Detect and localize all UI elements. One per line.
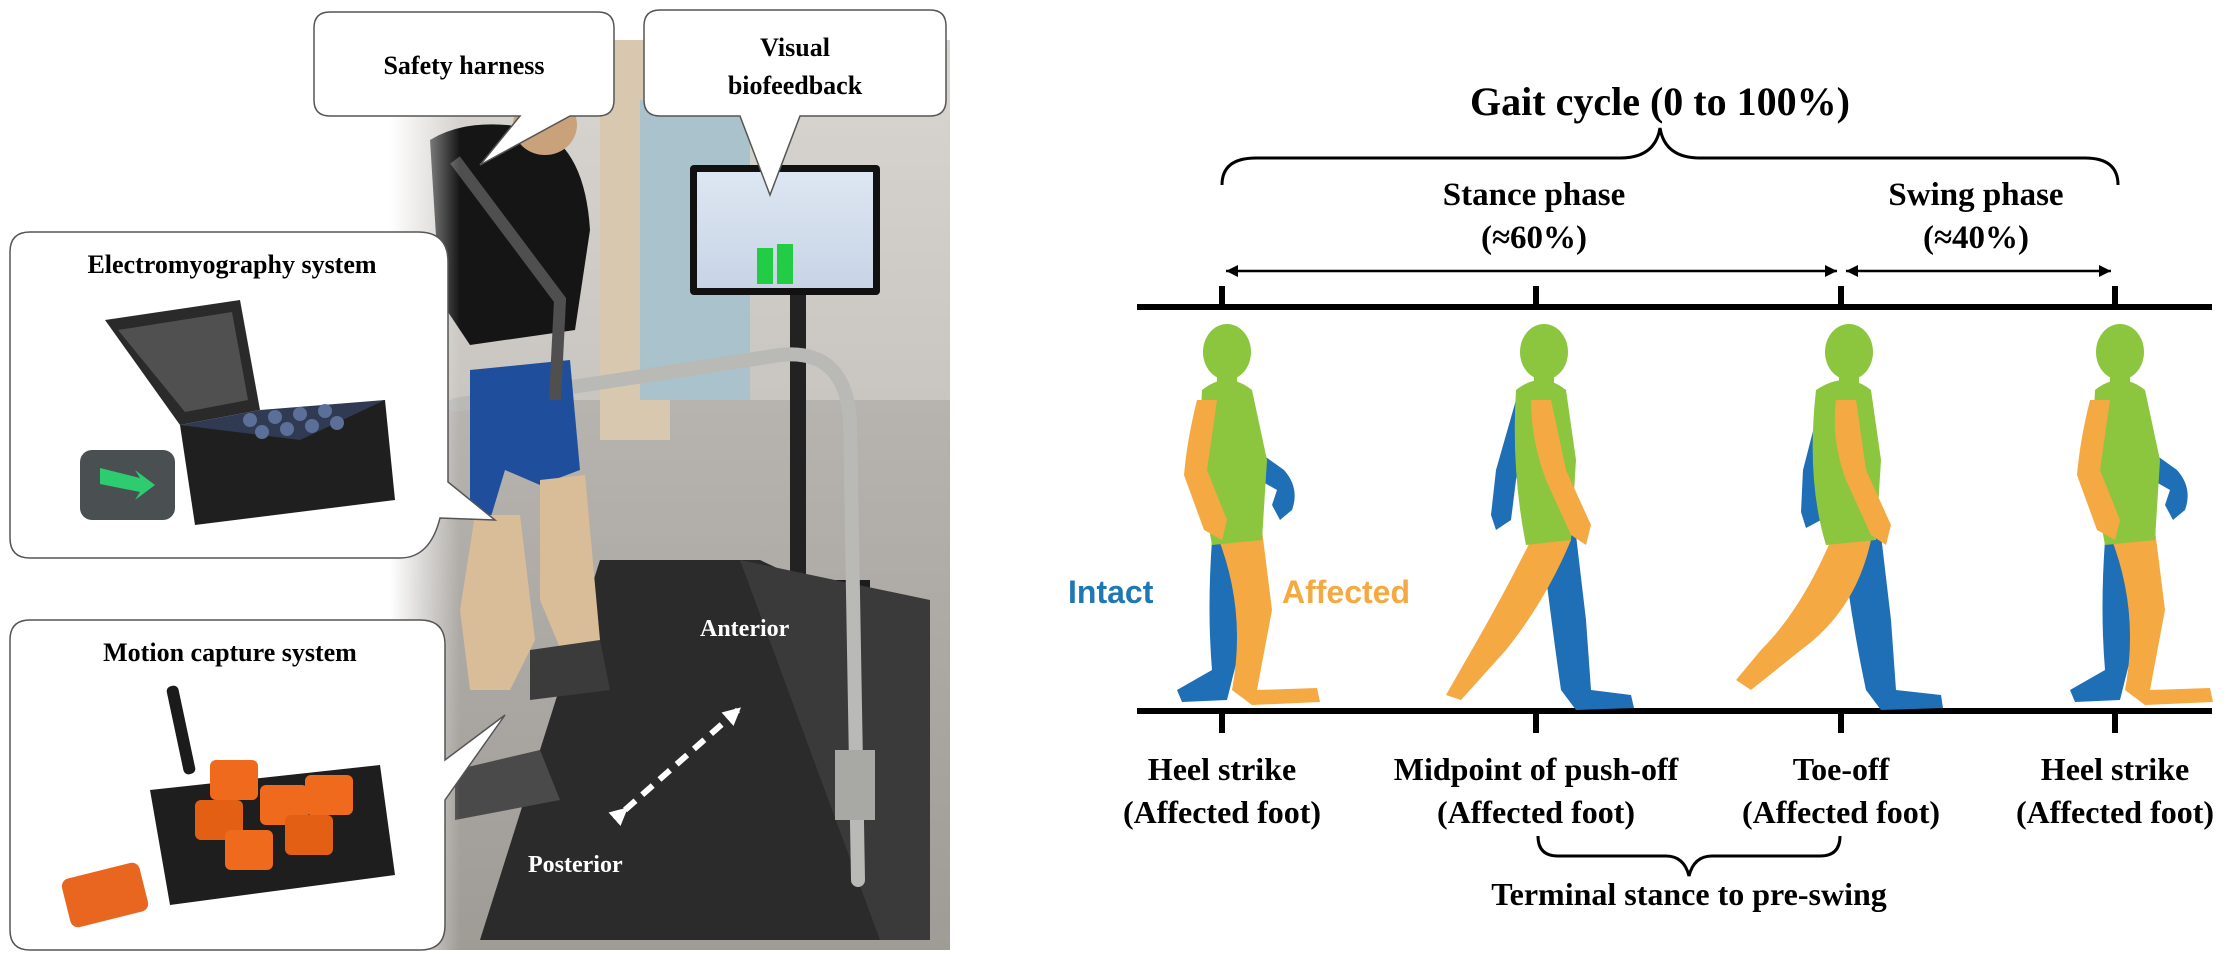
callout-label-line1: Visual: [760, 33, 830, 62]
head: [1520, 324, 1568, 380]
legend-affected: Affected: [1282, 574, 1410, 610]
direction-indicator: Anterior Posterior: [528, 616, 790, 878]
neck: [1217, 375, 1237, 397]
treadmill-photo: [390, 40, 950, 959]
event-label-heel-strike: Heel strike: [1148, 751, 1296, 787]
monitor-stand: [790, 290, 806, 590]
gait-figure-toe-off: [1736, 324, 1943, 710]
event-sub-push-off: (Affected foot): [1437, 794, 1635, 830]
affected-leg: [1217, 530, 1320, 705]
neck: [1534, 375, 1554, 397]
emg-sensor-slot: [293, 407, 307, 421]
emg-sensor-slot: [330, 416, 344, 430]
emg-sensor-slot: [243, 413, 257, 427]
anterior-label: Anterior: [700, 616, 790, 642]
event-label-push-off: Midpoint of push-off: [1394, 751, 1679, 787]
affected-arm: [1834, 400, 1891, 545]
callout-label: Motion capture system: [103, 638, 357, 667]
emg-sensor-slot: [305, 419, 319, 433]
affected-leg: [1736, 540, 1871, 690]
terminal-stance-label: Terminal stance to pre-swing: [1491, 876, 1887, 912]
person-shoe-back: [455, 750, 560, 820]
intact-leg: [1841, 535, 1943, 710]
stance-phase-pct: (≈60%): [1481, 220, 1587, 256]
mocap-sensor: [225, 830, 273, 870]
gait-figure-push-off: [1446, 324, 1634, 710]
gait-cycle-title: Gait cycle (0 to 100%): [1470, 79, 1850, 124]
mocap-loose-sensor: [61, 862, 149, 928]
emg-base-arrow: [100, 468, 155, 500]
person-harness-strap: [450, 156, 567, 401]
emg-sensor-slot: [255, 425, 269, 439]
callout-bubble: [643, 9, 947, 198]
event-sub-toe-off: (Affected foot): [1742, 794, 1940, 830]
handrail-post-base: [835, 750, 875, 820]
callout-bubble: [313, 11, 615, 166]
person-shoe-front: [530, 640, 610, 700]
swing-phase-label: Swing phase: [1888, 177, 2063, 213]
feedback-bar-right: [777, 244, 793, 284]
affected-arm: [1184, 400, 1227, 540]
treadmill-handrail: [448, 347, 865, 887]
emg-sensor-slot: [318, 404, 332, 418]
neck: [2110, 375, 2130, 397]
event-sub-heel-strike-2: (Affected foot): [2016, 794, 2214, 830]
affected-arm: [2077, 400, 2120, 540]
legend-intact: Intact: [1068, 574, 1154, 610]
feedback-bar-left: [757, 248, 773, 284]
mocap-sensor: [210, 760, 258, 800]
emg-sensor-slot: [280, 422, 294, 436]
person-prosthetic-leg: [460, 515, 535, 690]
callout-safety-harness: Safety harness: [313, 11, 615, 166]
callout-label-line2: biofeedback: [728, 71, 863, 100]
callout-mocap: Motion capture system: [9, 619, 506, 951]
gait-cycle-diagram: Gait cycle (0 to 100%) Stance phase (≈60…: [1068, 79, 2214, 912]
gait-figure-heel-strike-2: [2070, 324, 2213, 705]
mocap-antenna: [166, 685, 196, 775]
affected-arm: [1531, 400, 1591, 545]
emg-sensor-slot: [268, 410, 282, 424]
emg-device-illustration: [80, 300, 395, 525]
direction-arrow: [608, 707, 741, 827]
intact-leg: [1541, 535, 1634, 710]
callout-visual-biofeedback: Visual biofeedback: [643, 9, 947, 198]
callout-label: Safety harness: [383, 51, 544, 80]
callout-label: Electromyography system: [87, 250, 376, 279]
emg-case-tray: [180, 400, 385, 440]
affected-leg: [2110, 530, 2213, 705]
mocap-device-illustration: [61, 685, 395, 928]
neck: [1839, 375, 1859, 397]
head: [1825, 324, 1873, 380]
head: [1203, 324, 1251, 380]
terminal-stance-brace: [1536, 835, 1842, 877]
swing-phase-pct: (≈40%): [1923, 220, 2029, 256]
mocap-sensor: [305, 775, 353, 815]
stance-phase-label: Stance phase: [1443, 177, 1625, 213]
callout-emg: Electromyography system: [9, 231, 498, 559]
gait-figure-heel-strike: [1177, 324, 1320, 705]
event-label-toe-off: Toe-off: [1793, 751, 1890, 787]
event-sub-heel-strike: (Affected foot): [1123, 794, 1321, 830]
affected-leg: [1446, 540, 1571, 700]
event-label-heel-strike-2: Heel strike: [2041, 751, 2189, 787]
mocap-sensor: [285, 815, 333, 855]
emg-case-lid-inner: [118, 312, 248, 412]
person-leg-right: [540, 475, 600, 660]
head: [2096, 324, 2144, 380]
posterior-label: Posterior: [528, 852, 623, 878]
gait-cycle-brace: [1220, 127, 2120, 186]
